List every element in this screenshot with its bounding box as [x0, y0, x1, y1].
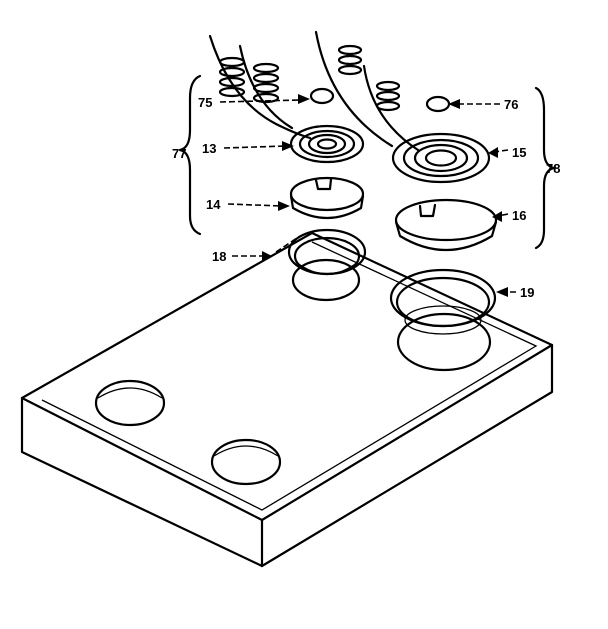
trim-ring-left — [287, 228, 367, 276]
trim-ring-right — [389, 268, 497, 335]
label-76: 76 — [504, 97, 518, 112]
label-18: 18 — [212, 249, 226, 264]
element-leads — [208, 30, 420, 152]
springs — [218, 44, 401, 112]
drip-pan-right — [394, 198, 498, 251]
burner-opening-rear-left — [291, 258, 361, 302]
burner-opening-front-left — [94, 379, 166, 427]
label-16: 16 — [512, 208, 526, 223]
surface-element-large — [391, 132, 491, 184]
terminal-block-left — [309, 87, 335, 105]
group-bracket-right — [534, 86, 556, 250]
spring-1 — [218, 56, 246, 98]
label-15: 15 — [512, 145, 526, 160]
terminal-block-right — [425, 95, 451, 113]
group-bracket-left — [178, 74, 202, 236]
drip-pan-left — [289, 176, 365, 219]
spring-3 — [337, 44, 363, 76]
label-75: 75 — [198, 95, 212, 110]
label-78: 78 — [546, 161, 560, 176]
label-77: 77 — [172, 146, 186, 161]
leader-lines — [219, 94, 516, 297]
label-14: 14 — [206, 197, 221, 212]
label-19: 19 — [520, 285, 534, 300]
burner-opening-front-right — [210, 438, 282, 486]
label-13: 13 — [202, 141, 216, 156]
cooktop-base — [20, 231, 554, 568]
spring-4 — [375, 80, 401, 112]
burner-opening-rear-right — [396, 312, 492, 372]
surface-element-small — [289, 124, 365, 164]
spring-2 — [252, 62, 280, 104]
